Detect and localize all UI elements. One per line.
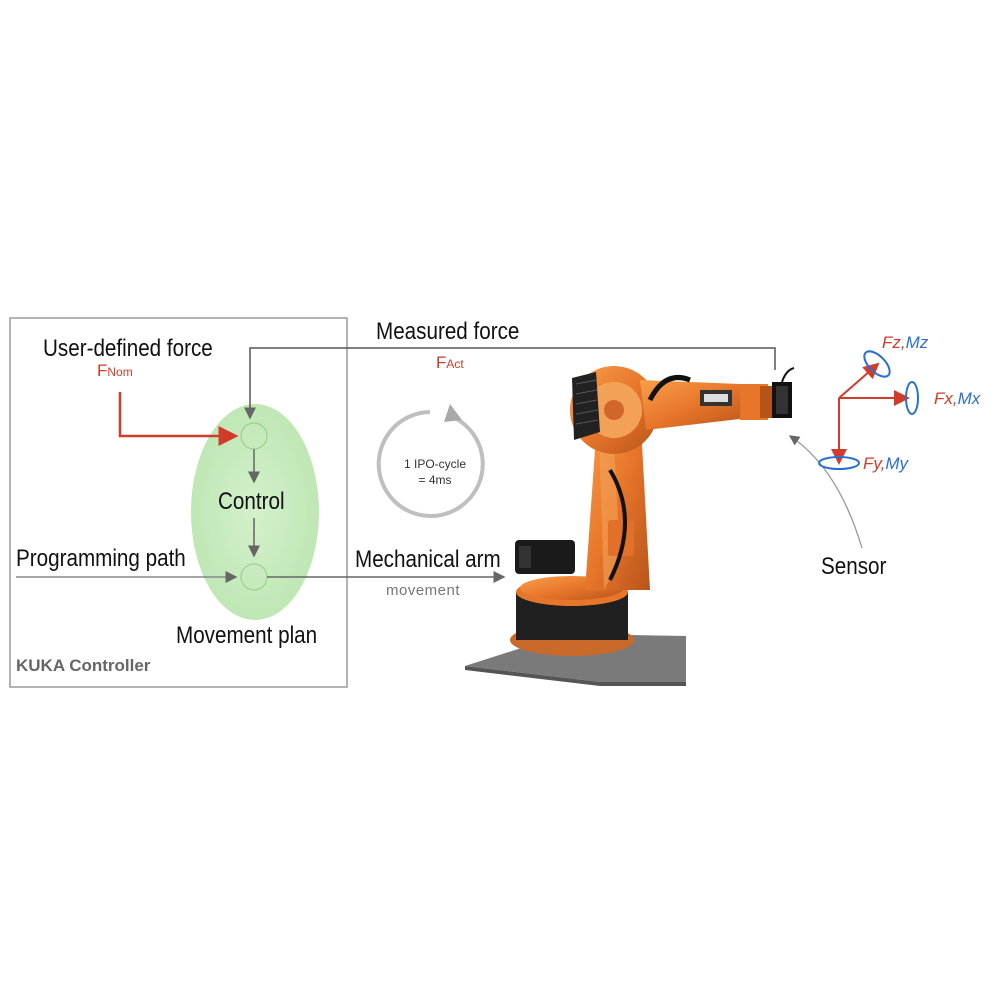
- axis-y-label: Fy,My: [863, 455, 908, 472]
- f-act-label: FAct: [436, 354, 464, 371]
- movement-label: movement: [386, 582, 461, 599]
- ipo-cycle-line1: 1 IPO-cycle: [403, 457, 466, 471]
- control-label: Control: [218, 488, 285, 515]
- sensor-axes: [818, 350, 919, 470]
- f-nom-label: FNom: [97, 362, 133, 379]
- sensor-label: Sensor: [821, 553, 887, 580]
- axis-z-force: Fz,: [882, 333, 906, 352]
- user-defined-force-label: User-defined force: [43, 335, 213, 362]
- kuka-controller-label: KUKA Controller: [16, 656, 151, 675]
- sensor-pointer-line: [788, 435, 863, 549]
- axis-y-moment: My: [885, 454, 909, 473]
- f-act-symbol: F: [436, 353, 447, 372]
- measured-force-label: Measured force: [376, 318, 520, 345]
- measured-force-feedback-line: [244, 347, 776, 420]
- axis-x-label: Fx,Mx: [934, 390, 980, 407]
- ipo-cycle-label: 1 IPO-cycle = 4ms: [390, 456, 480, 488]
- f-nom-symbol: F: [97, 361, 108, 380]
- axis-y-force: Fy,: [863, 454, 886, 473]
- control-ellipse: [191, 404, 319, 620]
- kuka-controller-box: [9, 317, 348, 688]
- user-force-arrow: [118, 392, 239, 446]
- programming-path-label: Programming path: [16, 545, 186, 572]
- movement-plan-label: Movement plan: [176, 622, 318, 649]
- axis-x-moment: Mx: [957, 389, 981, 408]
- ipo-cycle-line2: = 4ms: [418, 473, 452, 488]
- axis-x-force: Fx,: [934, 389, 958, 408]
- cycle-arrow-icon: [376, 404, 485, 518]
- robot-arm-image: [465, 366, 772, 686]
- f-nom-subscript: Nom: [107, 365, 133, 379]
- axis-z-moment: Mz: [905, 333, 929, 352]
- mechanical-arm-label: Mechanical arm: [355, 546, 501, 573]
- axis-z-label: Fz,Mz: [882, 334, 928, 351]
- f-act-subscript: Act: [446, 357, 464, 371]
- force-torque-sensor-icon: [772, 367, 795, 418]
